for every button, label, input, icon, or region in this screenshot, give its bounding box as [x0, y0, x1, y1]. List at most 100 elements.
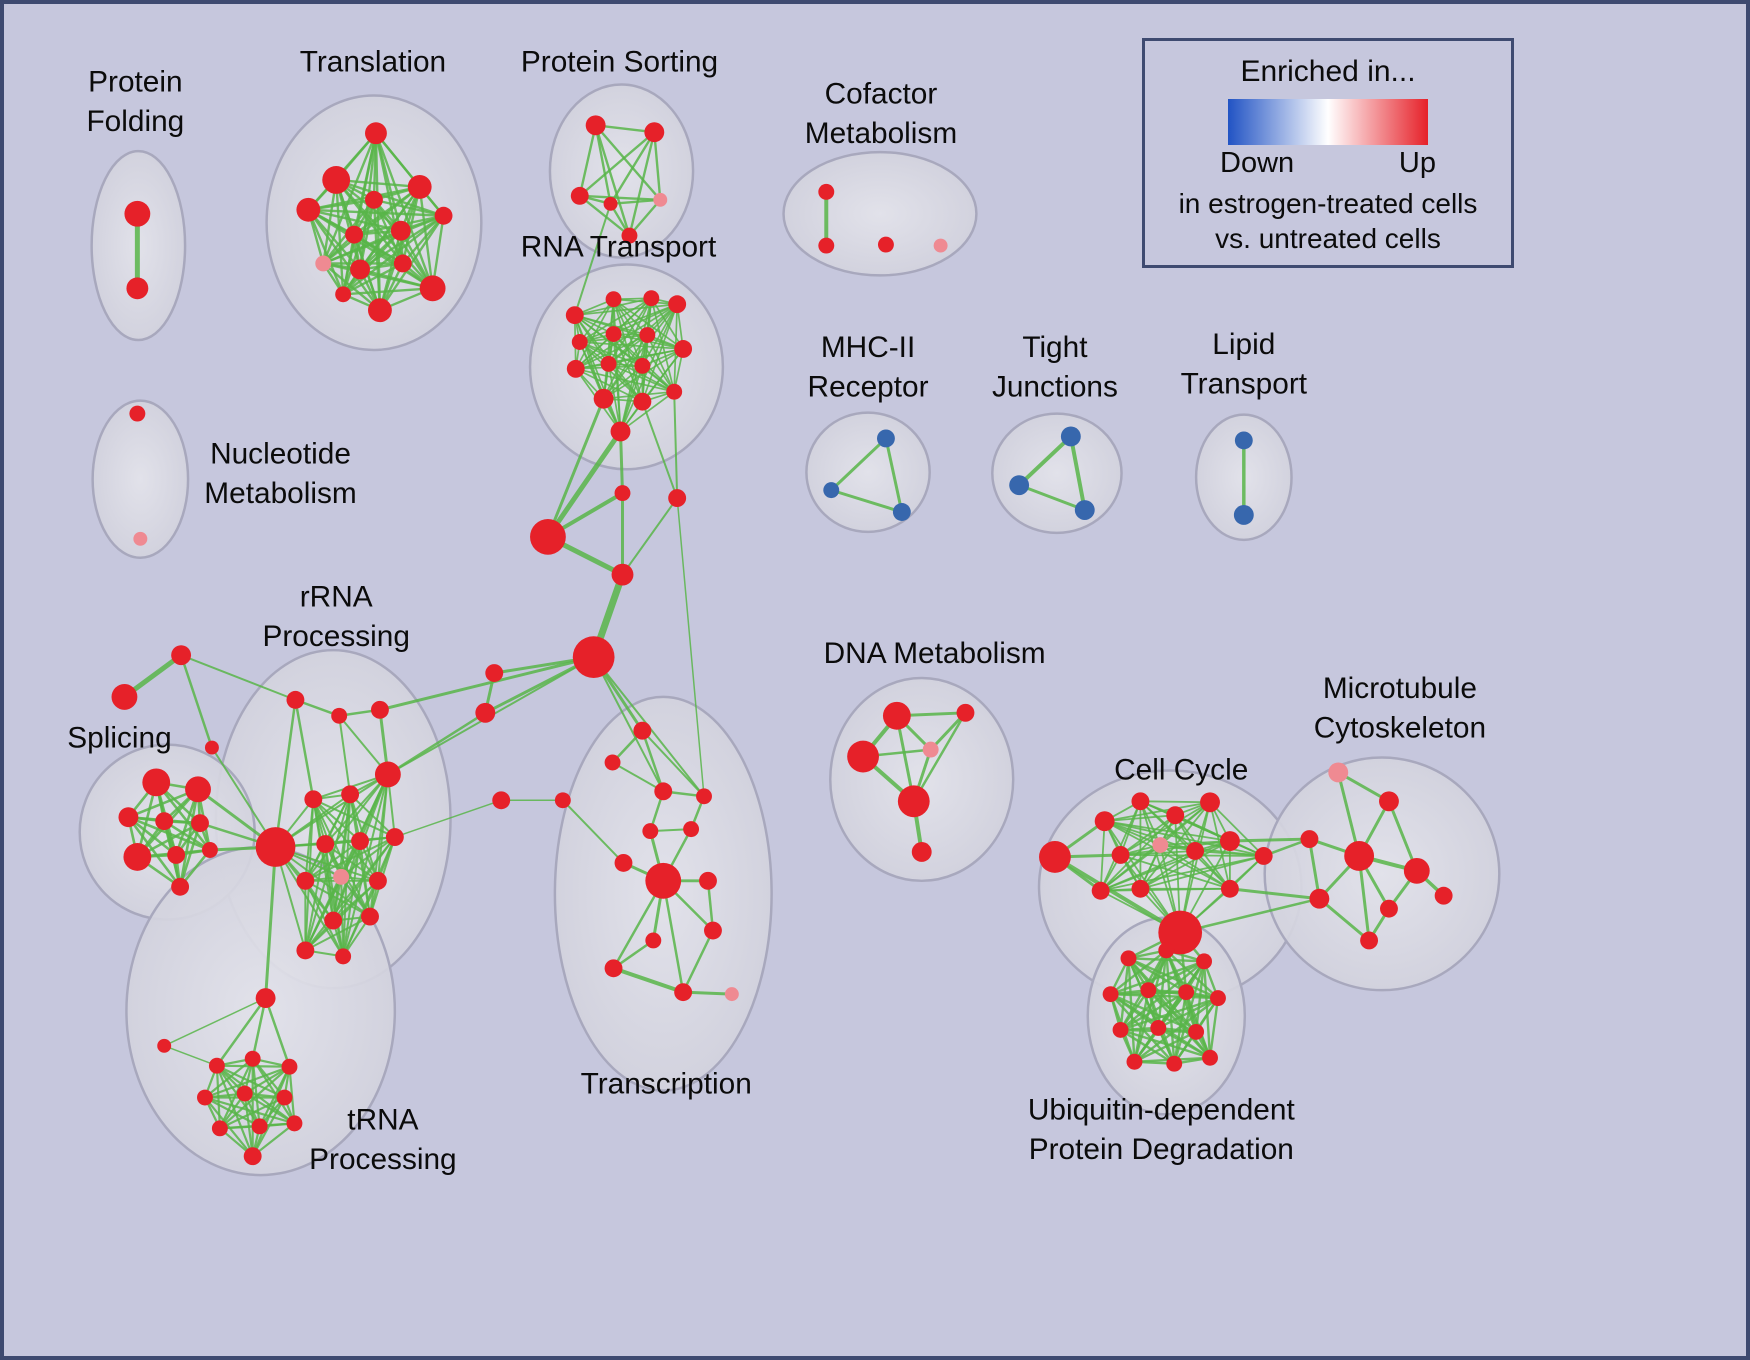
node-rt3: [643, 290, 660, 307]
network-edge: [322, 185, 421, 265]
network-edge: [573, 202, 612, 317]
network-edge: [594, 124, 612, 206]
node-tr9: [286, 1115, 303, 1132]
network-edge: [274, 698, 297, 849]
network-edge: [1119, 996, 1220, 1032]
node-r17: [335, 948, 352, 965]
node-m3: [1300, 830, 1319, 849]
node-m5: [1403, 857, 1430, 884]
cluster-cell-cycle-label: Cell Cycle: [1114, 753, 1248, 786]
node-t10: [350, 259, 370, 280]
network-edge: [578, 341, 684, 350]
node-m1: [1328, 762, 1349, 783]
network-edge: [578, 124, 597, 198]
node-m7: [1380, 899, 1398, 918]
node-rt14: [633, 392, 652, 411]
network-edge: [619, 365, 644, 433]
node-ch7: [475, 702, 496, 723]
network-edge: [179, 653, 214, 749]
network-edge: [578, 194, 631, 237]
network-edge: [912, 711, 967, 803]
network-edge: [1052, 854, 1183, 935]
node-sp1: [142, 768, 171, 797]
network-edge: [662, 879, 685, 994]
node-cc7: [1152, 837, 1169, 853]
cluster-dna-metabolism-label: DNA Metabolism: [824, 637, 1046, 670]
node-m2: [1379, 791, 1399, 812]
legend-updown-row: Down Up: [1220, 147, 1436, 180]
node-x2: [604, 754, 621, 771]
network-edge: [1202, 960, 1212, 1059]
node-sp7: [167, 846, 186, 864]
network-edge: [307, 185, 421, 211]
node-x5: [554, 792, 571, 809]
node-u4: [1102, 986, 1119, 1003]
node-u13: [1202, 1049, 1218, 1066]
network-edge: [641, 400, 679, 500]
network-edge: [594, 124, 631, 237]
network-edge: [251, 1057, 296, 1125]
network-edge: [394, 799, 502, 838]
node-t4: [365, 190, 383, 209]
network-edge: [349, 793, 396, 839]
node-r7: [255, 827, 296, 867]
network-edge: [653, 131, 662, 202]
network-edge: [338, 714, 352, 796]
network-edge: [1109, 960, 1206, 996]
network-edge: [573, 303, 679, 317]
network-edge: [1017, 483, 1087, 512]
legend-title: Enriched in...: [1240, 55, 1416, 88]
node-t1: [365, 122, 387, 145]
node-trL: [157, 1038, 172, 1053]
node-cc10: [1091, 881, 1110, 900]
network-edge: [322, 262, 382, 312]
network-edge: [1165, 949, 1220, 1000]
network-edge: [304, 836, 396, 952]
network-edge: [1103, 801, 1211, 823]
node-lt1: [1234, 431, 1253, 450]
network-edge: [607, 334, 649, 365]
node-rt1: [565, 306, 584, 325]
network-edge: [1119, 814, 1177, 856]
network-edge: [374, 132, 434, 290]
network-edge: [609, 198, 662, 206]
network-edge: [378, 214, 445, 312]
node-t13: [368, 298, 392, 323]
network-edge: [1139, 840, 1231, 890]
network-edge: [612, 303, 679, 335]
network-edge: [607, 363, 676, 393]
node-rt7: [639, 327, 656, 343]
network-edge: [1178, 897, 1321, 934]
node-r9: [351, 832, 369, 850]
network-edge: [1159, 844, 1231, 890]
node-d2: [956, 703, 975, 722]
node-cc9: [1219, 831, 1240, 851]
network-edge: [218, 1096, 286, 1130]
network-edge: [578, 131, 656, 198]
node-mh1: [876, 429, 895, 448]
node-ch5: [572, 636, 615, 679]
network-edge: [274, 846, 345, 958]
network-edge: [243, 1092, 254, 1158]
network-edge: [611, 966, 686, 995]
node-r4: [374, 761, 401, 788]
node-x10: [699, 871, 717, 890]
network-edge: [619, 390, 676, 433]
cluster-cofactor-metabolism-ellipse: [782, 150, 978, 277]
network-edge: [352, 233, 434, 290]
node-cc1: [1039, 841, 1071, 873]
network-edge: [1307, 837, 1321, 901]
node-r2: [331, 707, 348, 724]
network-edge: [1228, 887, 1321, 901]
network-edge: [1208, 996, 1220, 1059]
node-tr5: [236, 1085, 253, 1102]
node-sp6: [123, 843, 152, 871]
cluster-transcription-label: Transcription: [581, 1068, 752, 1101]
network-edge: [180, 654, 297, 701]
network-edge: [307, 208, 362, 271]
node-rt10: [600, 355, 617, 372]
node-d4: [922, 741, 939, 758]
